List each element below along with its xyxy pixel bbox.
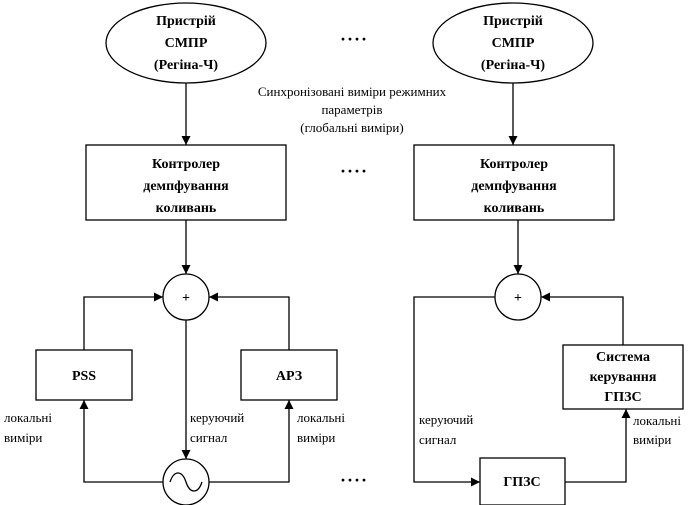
right-local-meas-1: локальні [633,413,681,428]
left-branch: Пристрій СМПР (Регіна-Ч) Контролер демпф… [4,2,345,505]
right-control-signal-1: керуючий [419,412,473,427]
right-branch: Пристрій СМПР (Регіна-Ч) Контролер демпф… [413,2,684,505]
left-control-signal-2: сигнал [190,430,228,445]
left-control-signal-1: керуючий [190,410,244,425]
left-damping-controller [85,144,287,221]
left-arrow-arz-sum [209,292,290,350]
left-controller-line2: демпфування [143,179,229,194]
sine-wave-icon [169,472,203,492]
gpzs-block [479,457,566,505]
left-local-meas-pss-1: локальні [4,410,52,425]
right-arrow-sum-gpzs [413,296,495,487]
control-system-line2: керування [590,370,657,385]
right-sum-symbol: + [514,291,522,306]
left-local-meas-arz-1: локальні [297,410,345,425]
ellipsis-top: ···· [340,29,368,49]
right-controller-line3: коливань [484,201,545,216]
pss-label: PSS [72,369,96,384]
left-device-line2: СМПР [165,36,208,51]
sync-note-line3: (глобальні виміри) [300,120,403,135]
left-local-meas-pss-2: виміри [4,430,42,445]
control-system-line1: Система [596,350,650,365]
left-local-meas-arz-2: виміри [297,430,335,445]
middle-annotations: ···· ···· ···· Синхронізовані виміри реж… [258,29,447,490]
ellipsis-middle: ···· [340,161,368,181]
left-arrow-pss-sum [83,292,163,350]
gpzs-label: ГПЗС [503,475,540,490]
sync-note-line1: Синхронізовані виміри режимних [258,84,447,99]
left-sum-symbol: + [182,291,190,306]
arz-block [240,349,338,401]
left-controller-line1: Контролер [152,157,220,172]
right-damping-controller [413,144,615,221]
left-arrow-generator-pss [79,400,164,483]
right-device-line2: СМПР [492,36,535,51]
ellipsis-bottom: ···· [340,470,368,490]
right-controller-line1: Контролер [480,157,548,172]
right-local-meas-2: виміри [633,432,671,447]
left-arrow-generator-arz [208,400,294,483]
control-system-line3: ГПЗС [604,390,641,405]
left-device-line3: (Регіна-Ч) [154,58,218,73]
right-device-line1: Пристрій [483,14,543,29]
right-arrow-control-system-sum [541,292,624,345]
right-device-line3: (Регіна-Ч) [481,58,545,73]
left-device-line1: Пристрій [156,14,216,29]
sync-note-line2: параметрів [321,102,382,117]
right-control-signal-2: сигнал [419,432,457,447]
left-controller-line3: коливань [156,201,217,216]
right-controller-line2: демпфування [471,179,557,194]
arz-label: АРЗ [276,369,302,384]
right-arrow-gpzs-control-system [565,409,631,483]
gpzs-control-system [562,344,684,410]
